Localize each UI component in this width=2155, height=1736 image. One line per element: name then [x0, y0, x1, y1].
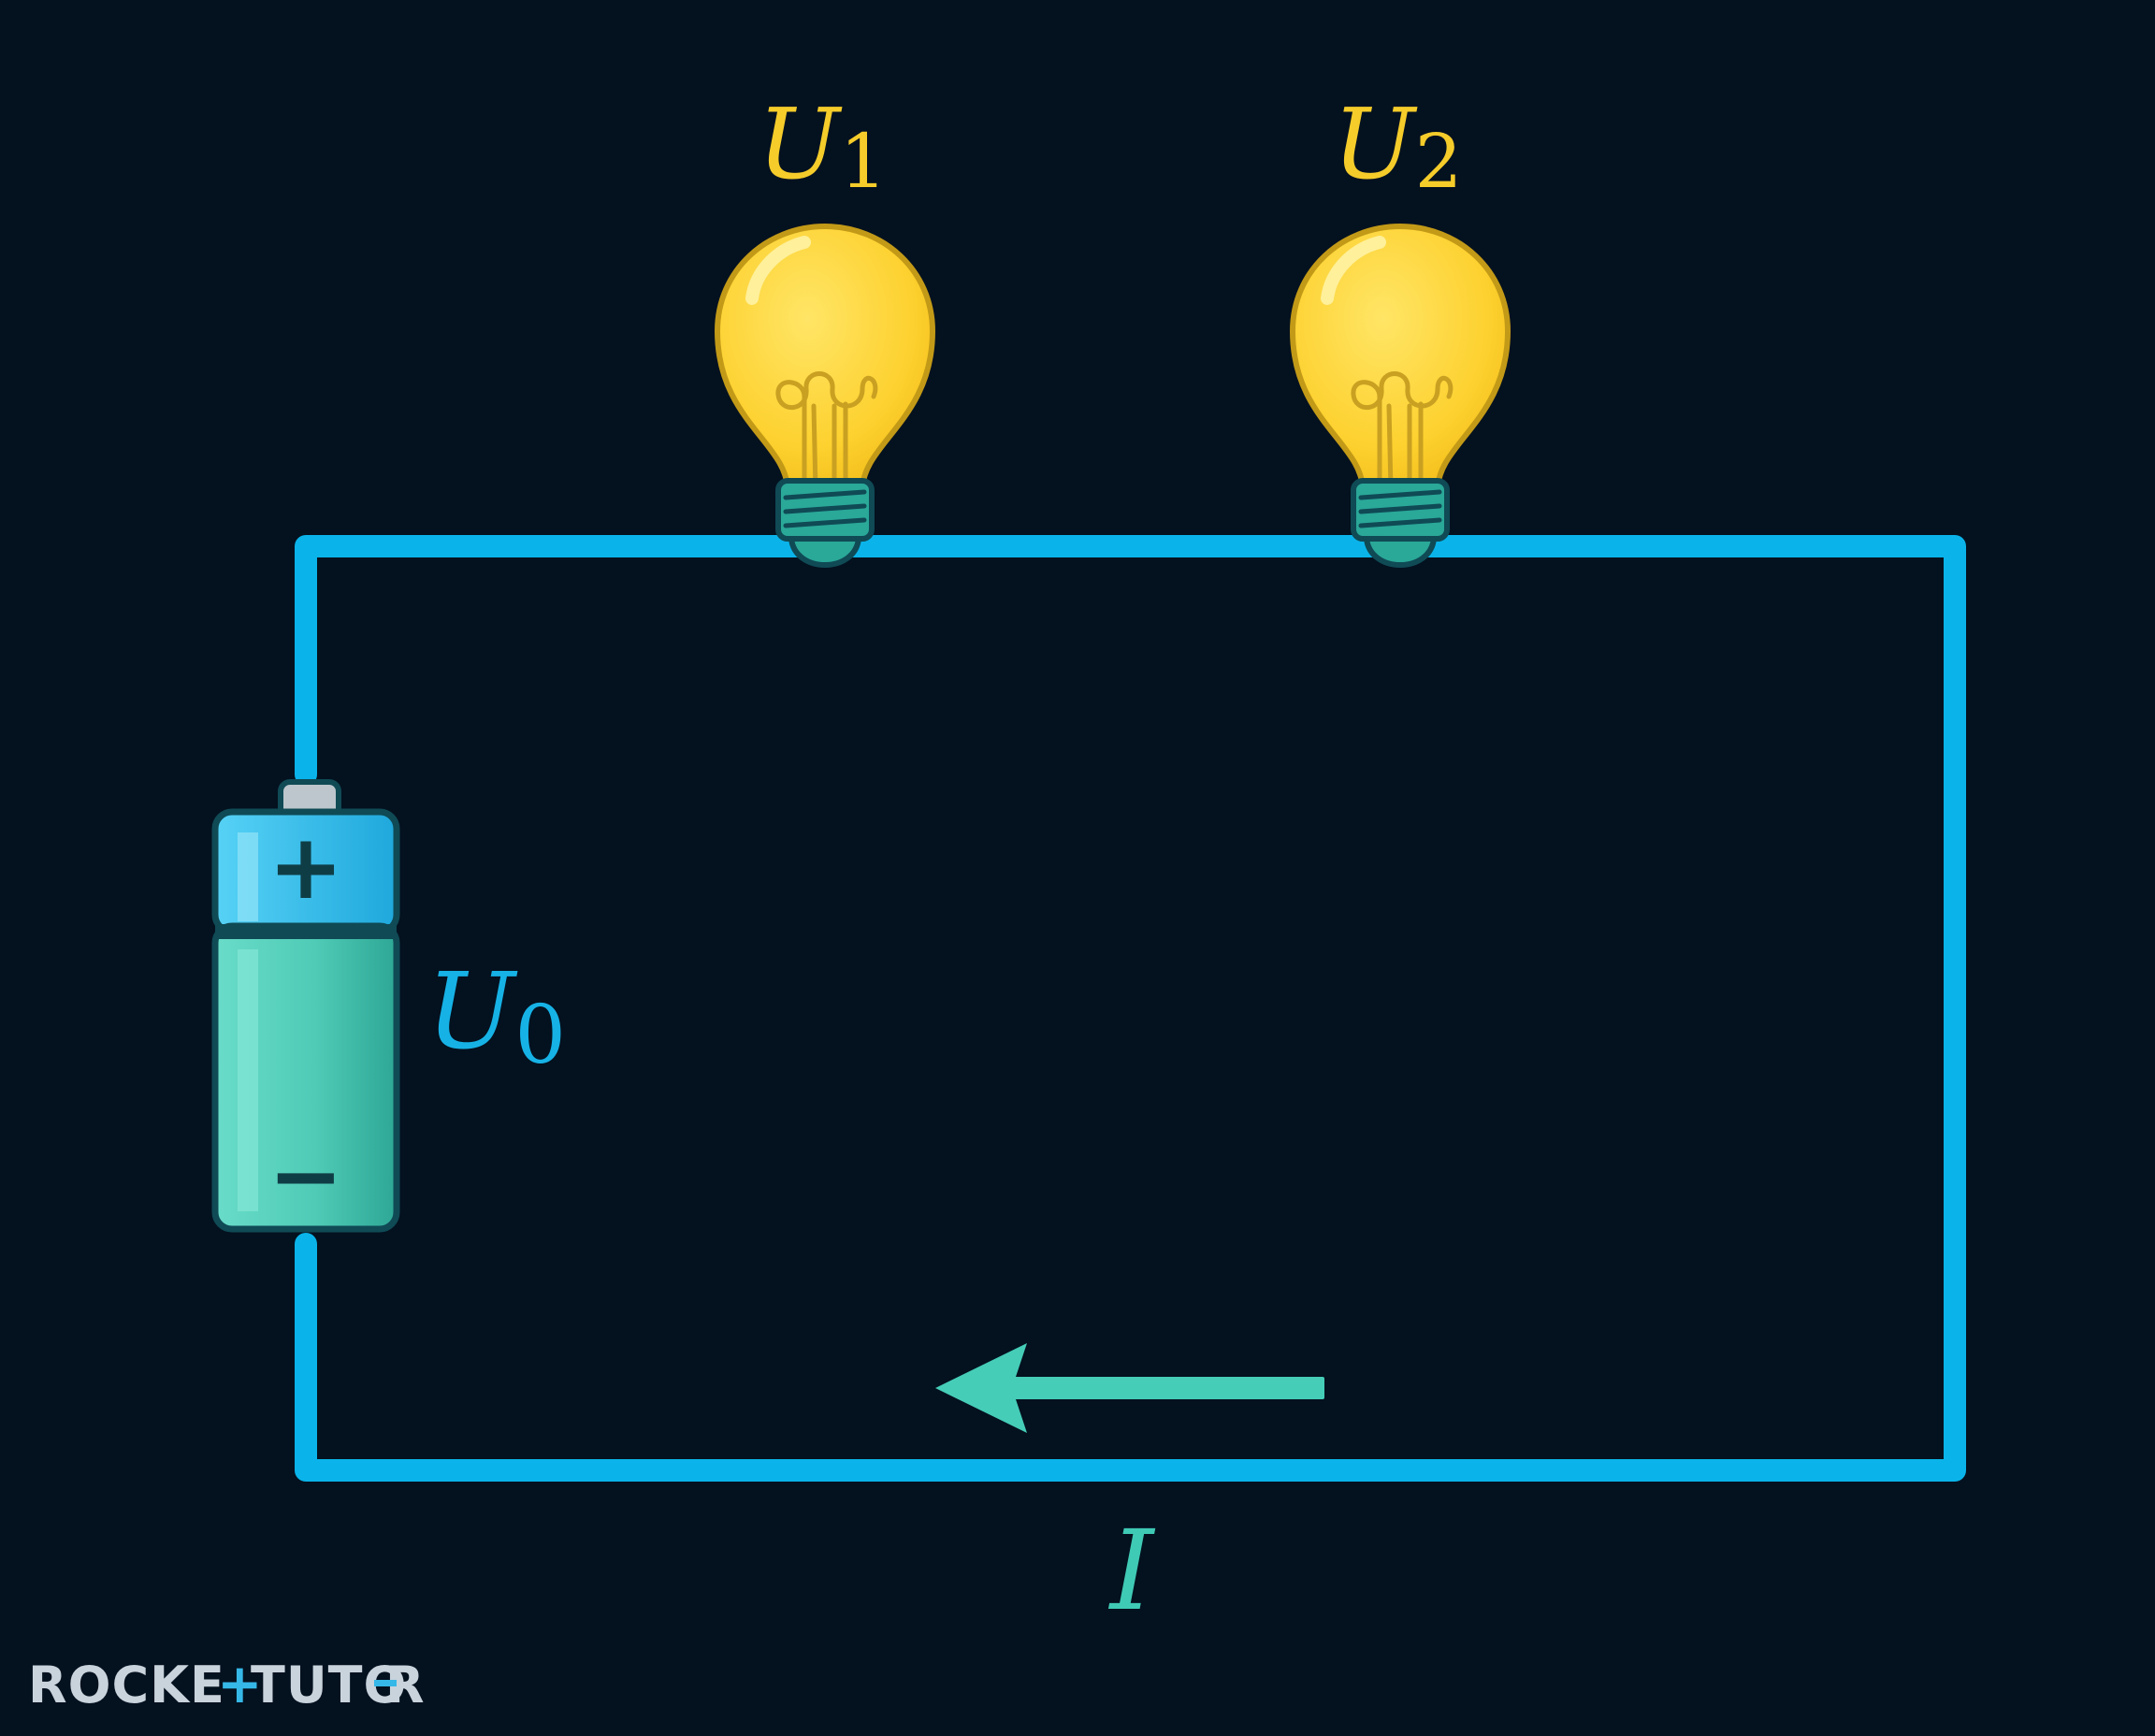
svg-text:+: + — [217, 1652, 263, 1715]
svg-text:ROCKE: ROCKE — [28, 1656, 225, 1714]
battery — [211, 779, 400, 1233]
battery-minus-sign: − — [268, 1123, 343, 1228]
bulb-2-voltage-label: U2 — [1333, 87, 1463, 205]
battery-voltage-subscript: 0 — [514, 989, 566, 1082]
circuit-wire — [295, 535, 1966, 1482]
bulb-1-voltage-label: U1 — [758, 87, 888, 205]
bulb-1-voltage-subscript: 1 — [840, 118, 888, 205]
light-bulb-1-icon — [717, 226, 933, 565]
logo-text-part-1: ROCKE — [28, 1656, 225, 1714]
battery-plus-sign: + — [268, 815, 343, 919]
battery-voltage-label: U0 — [427, 951, 566, 1082]
battery-voltage-symbol: U — [427, 951, 518, 1073]
light-bulb-2-icon — [1293, 226, 1508, 565]
bulb-2-voltage-subscript: 2 — [1415, 118, 1463, 205]
current-label: I — [1108, 1506, 1156, 1635]
rockettutor-logo: ROCKE + TUTO R — [28, 1652, 425, 1715]
current-direction-arrow-icon — [935, 1343, 1324, 1433]
bulb-2-voltage-symbol: U — [1333, 87, 1418, 201]
bulb-1-voltage-symbol: U — [758, 87, 843, 201]
